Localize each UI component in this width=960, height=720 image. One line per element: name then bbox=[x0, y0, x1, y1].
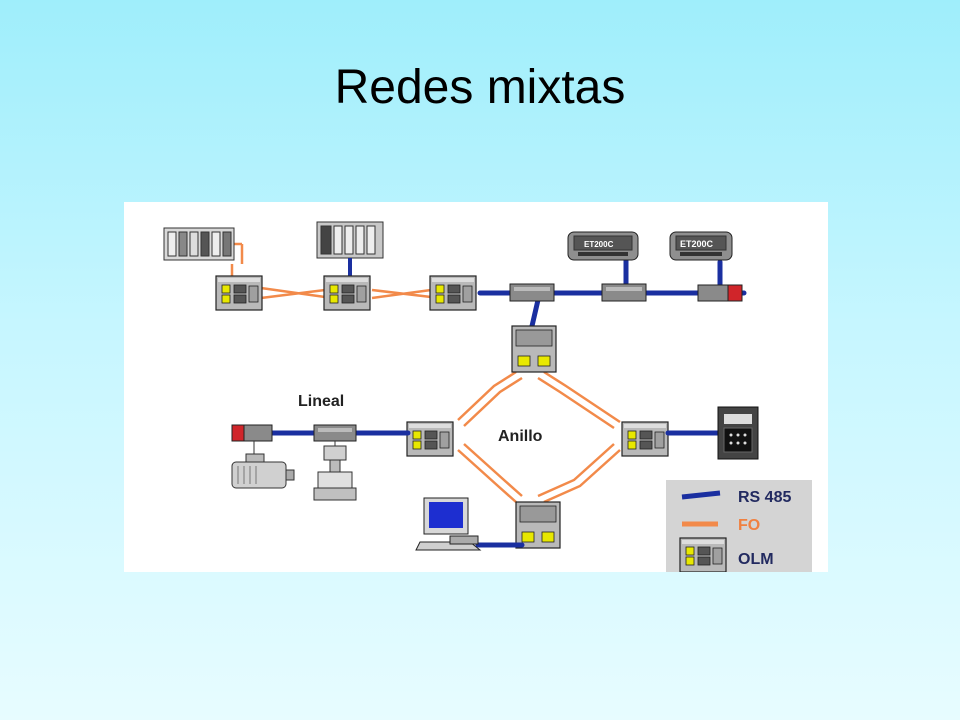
olm-module bbox=[323, 275, 371, 311]
fiber-ring bbox=[457, 370, 621, 504]
plc-rack-2 bbox=[316, 221, 384, 276]
legend-label-fo: FO bbox=[738, 517, 760, 534]
pc-workstation bbox=[415, 497, 482, 551]
olm-module bbox=[511, 325, 557, 373]
olm-module bbox=[515, 501, 561, 549]
legend: RS 485 FO OLM bbox=[666, 480, 812, 573]
plc-rack-1 bbox=[163, 227, 235, 261]
et200c-label: ET200C bbox=[584, 240, 614, 249]
network-diagram: ET200C ET200C Anillo Lineal bbox=[124, 202, 828, 573]
et200c-device: ET200C bbox=[567, 231, 639, 261]
bus-connector bbox=[509, 283, 555, 302]
motor-drive bbox=[231, 441, 295, 489]
bus-connector bbox=[313, 424, 357, 442]
olm-module bbox=[215, 275, 263, 311]
legend-swatch-olm bbox=[679, 537, 727, 573]
linear-label: Lineal bbox=[298, 393, 344, 410]
legend-label-olm: OLM bbox=[738, 551, 774, 568]
olm-module bbox=[621, 421, 669, 457]
bus-terminator bbox=[231, 424, 273, 442]
control-valve bbox=[313, 441, 357, 501]
et200c-label: ET200C bbox=[680, 239, 714, 249]
legend-swatch-rs485 bbox=[681, 490, 721, 500]
operator-panel bbox=[717, 406, 759, 460]
et200c-device: ET200C bbox=[669, 231, 733, 261]
olm-module bbox=[429, 275, 477, 311]
bus-terminator bbox=[697, 284, 743, 302]
ring-label: Anillo bbox=[498, 428, 543, 445]
olm-module bbox=[406, 421, 454, 457]
slide-title: Redes mixtas bbox=[334, 61, 626, 114]
bus-connector bbox=[601, 283, 647, 302]
legend-label-rs485: RS 485 bbox=[738, 489, 791, 506]
